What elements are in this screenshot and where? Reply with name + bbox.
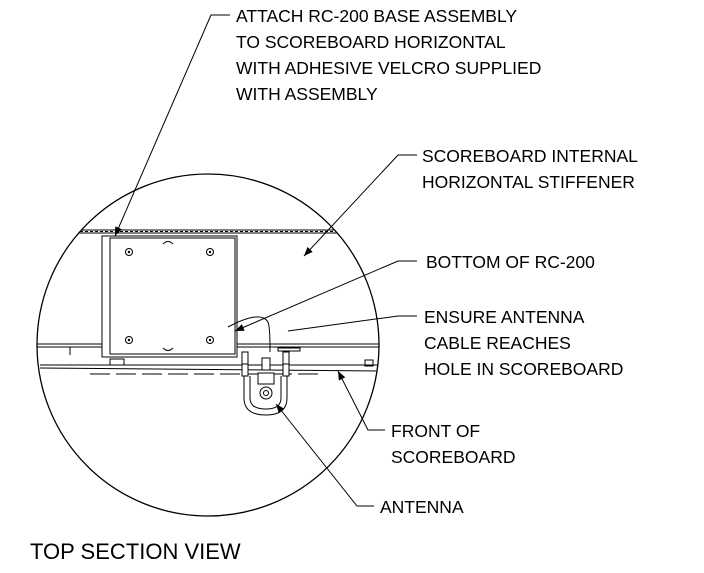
rc200-base-assembly: [101, 235, 238, 358]
leader-antenna: [275, 403, 374, 507]
horizontal-stiffener: [37, 229, 379, 234]
leader-front: [337, 370, 385, 431]
callout-cable-line-2: CABLE REACHES: [424, 333, 571, 353]
antenna-cable: [227, 316, 271, 353]
leader-bottom: [234, 260, 417, 332]
callout-cable-line-3: HOLE IN SCOREBOARD: [424, 359, 624, 379]
view-title: TOP SECTION VIEW: [30, 539, 241, 564]
callout-bottom: BOTTOM OF RC-200: [426, 252, 595, 272]
callout-front-line-2: SCOREBOARD: [391, 447, 516, 467]
callout-stiffener-line-1: SCOREBOARD INTERNAL: [422, 146, 638, 166]
callout-stiffener-line-2: HORIZONTAL STIFFENER: [422, 172, 635, 192]
callout-cable-line-1: ENSURE ANTENNA: [424, 307, 585, 327]
callout-attach-line-4: WITH ASSEMBLY: [236, 84, 378, 104]
leader-stiffener: [303, 154, 417, 257]
cable-hole: [277, 347, 301, 352]
callout-attach-line-3: WITH ADHESIVE VELCRO SUPPLIED: [236, 58, 542, 78]
section-contents: [37, 229, 379, 375]
leader-attach: [114, 14, 230, 237]
mounting-screw: [125, 248, 214, 344]
leader-cable: [287, 315, 417, 332]
scoreboard-front-panel: [37, 343, 379, 375]
callout-antenna: ANTENNA: [380, 497, 464, 517]
callout-attach-line-1: ATTACH RC-200 BASE ASSEMBLY: [236, 6, 518, 26]
detail-circle: [36, 173, 380, 517]
callout-attach-line-2: TO SCOREBOARD HORIZONTAL: [236, 32, 506, 52]
callout-front-line-1: FRONT OF: [391, 421, 481, 441]
leader-lines: [114, 14, 417, 507]
antenna-bracket: [241, 351, 290, 416]
